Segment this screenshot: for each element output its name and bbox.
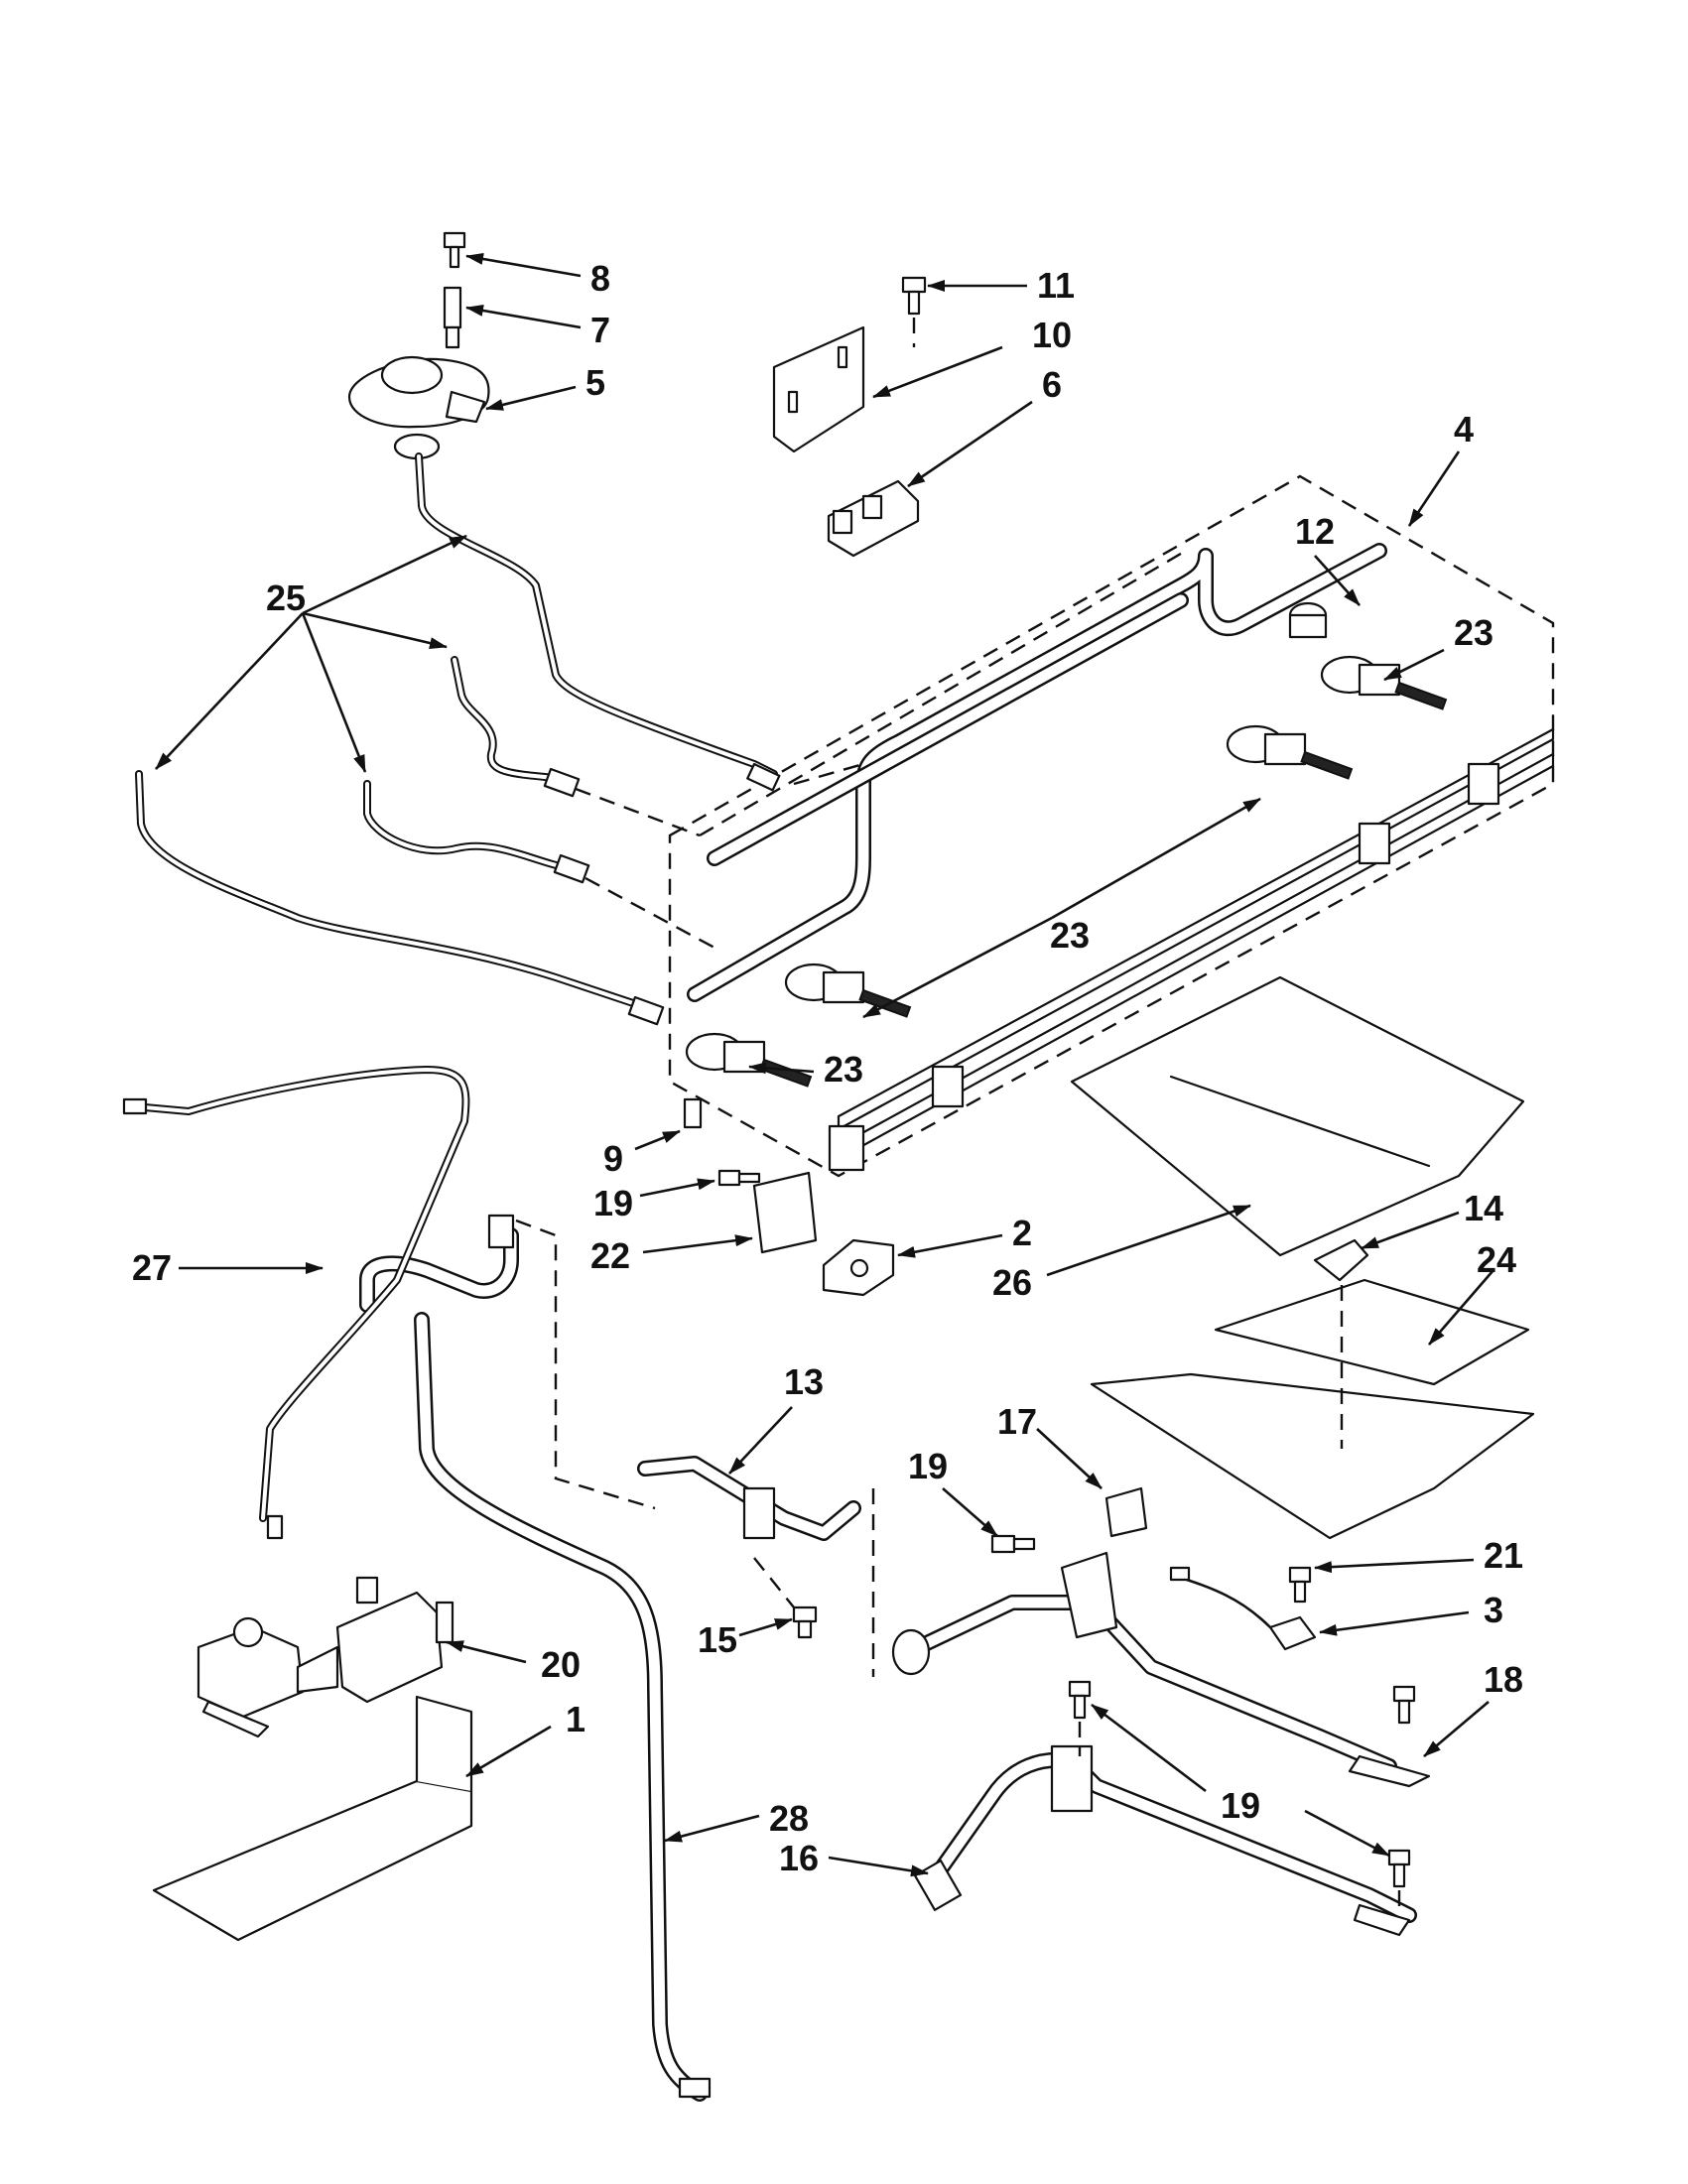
pressure-regulator <box>196 1576 454 1738</box>
callout-26: 26 <box>992 1262 1032 1303</box>
burner-tube-1 <box>415 452 778 778</box>
broil-burner <box>913 1744 1417 1937</box>
callout-10: 10 <box>1032 315 1072 355</box>
bake-burner <box>891 1551 1431 1788</box>
callout-7: 7 <box>590 310 610 350</box>
screw-19-upper <box>717 1169 761 1187</box>
electrode <box>443 286 462 349</box>
manifold-assembly-outline <box>668 474 1555 1178</box>
tube-fittings <box>543 762 781 1026</box>
gas-line-27 <box>122 1066 470 1540</box>
upper-burner-shield <box>1070 975 1525 1257</box>
lower-burner-shield <box>1090 1278 1535 1540</box>
callout-19-upper: 19 <box>593 1183 633 1223</box>
screw-19-lower-right <box>1387 1849 1411 1915</box>
burner-tube-3 <box>363 780 575 872</box>
gas-supply-tube <box>637 1456 861 1541</box>
top-burner-base <box>347 355 490 460</box>
callout-3: 3 <box>1484 1590 1503 1630</box>
callout-9: 9 <box>603 1138 623 1179</box>
valve-bracket-rail <box>828 727 1555 1172</box>
screw-8 <box>443 231 466 269</box>
callout-25: 25 <box>266 578 306 618</box>
manifold-fitting <box>1288 601 1328 639</box>
connection-dashes <box>575 762 864 950</box>
bracket-22 <box>752 1171 818 1254</box>
screw-19-burner <box>990 1534 1036 1554</box>
screw-15 <box>792 1606 818 1639</box>
wing-nut <box>1313 1238 1369 1449</box>
callout-24: 24 <box>1477 1239 1516 1280</box>
callout-22: 22 <box>590 1235 630 1276</box>
screw-11 <box>901 276 927 347</box>
callout-19-burner: 19 <box>908 1446 948 1486</box>
connector-dash <box>515 1219 875 1677</box>
callout-16: 16 <box>779 1838 819 1878</box>
screw-18-area <box>1392 1685 1416 1725</box>
callout-8: 8 <box>590 258 610 299</box>
callout-23-low: 23 <box>824 1049 863 1090</box>
callout-17: 17 <box>997 1401 1037 1442</box>
orifice-gasket <box>822 1238 895 1297</box>
callout-12: 12 <box>1295 511 1335 552</box>
callout-18: 18 <box>1484 1659 1523 1700</box>
burner-valve-left-rear <box>784 963 912 1018</box>
callout-2: 2 <box>1012 1213 1032 1253</box>
callout-21: 21 <box>1484 1535 1523 1576</box>
callout-4: 4 <box>1454 409 1474 450</box>
spark-module <box>827 479 920 558</box>
module-bracket <box>772 325 865 453</box>
callout-13: 13 <box>784 1361 824 1402</box>
regulator-shield <box>152 1695 473 1942</box>
manifold-pipe <box>687 543 1387 1002</box>
callout-23-top: 23 <box>1454 612 1493 653</box>
burner-valve-left-front <box>685 1032 813 1088</box>
gas-line-28 <box>414 1312 712 2102</box>
screw-19-lower-left <box>1068 1680 1092 1756</box>
regulator-connector <box>359 1214 519 1313</box>
burner-tube-4 <box>135 770 649 1011</box>
callout-27: 27 <box>132 1247 172 1288</box>
bracket-17 <box>1104 1486 1148 1538</box>
callout-14: 14 <box>1464 1188 1503 1228</box>
callout-15: 15 <box>698 1619 737 1660</box>
callout-1: 1 <box>566 1699 585 1739</box>
oven-igniter <box>1169 1566 1317 1651</box>
callout-labels: 8 7 5 11 10 6 4 12 23 25 23 23 9 19 22 2… <box>132 258 1523 1878</box>
callout-28: 28 <box>769 1798 809 1839</box>
screw-21 <box>1288 1566 1312 1604</box>
leader-lines <box>155 253 1494 1877</box>
callout-20: 20 <box>541 1644 581 1685</box>
burner-tube-2 <box>451 656 570 783</box>
callout-11: 11 <box>1037 265 1075 306</box>
burner-valve-right-rear <box>1320 655 1448 710</box>
callout-6: 6 <box>1042 364 1062 405</box>
callout-5: 5 <box>585 362 605 403</box>
callout-23-mid: 23 <box>1050 915 1090 956</box>
callout-19-lower: 19 <box>1221 1785 1260 1826</box>
burner-valve-right-front <box>1226 724 1354 780</box>
screw-9 <box>683 1097 703 1129</box>
